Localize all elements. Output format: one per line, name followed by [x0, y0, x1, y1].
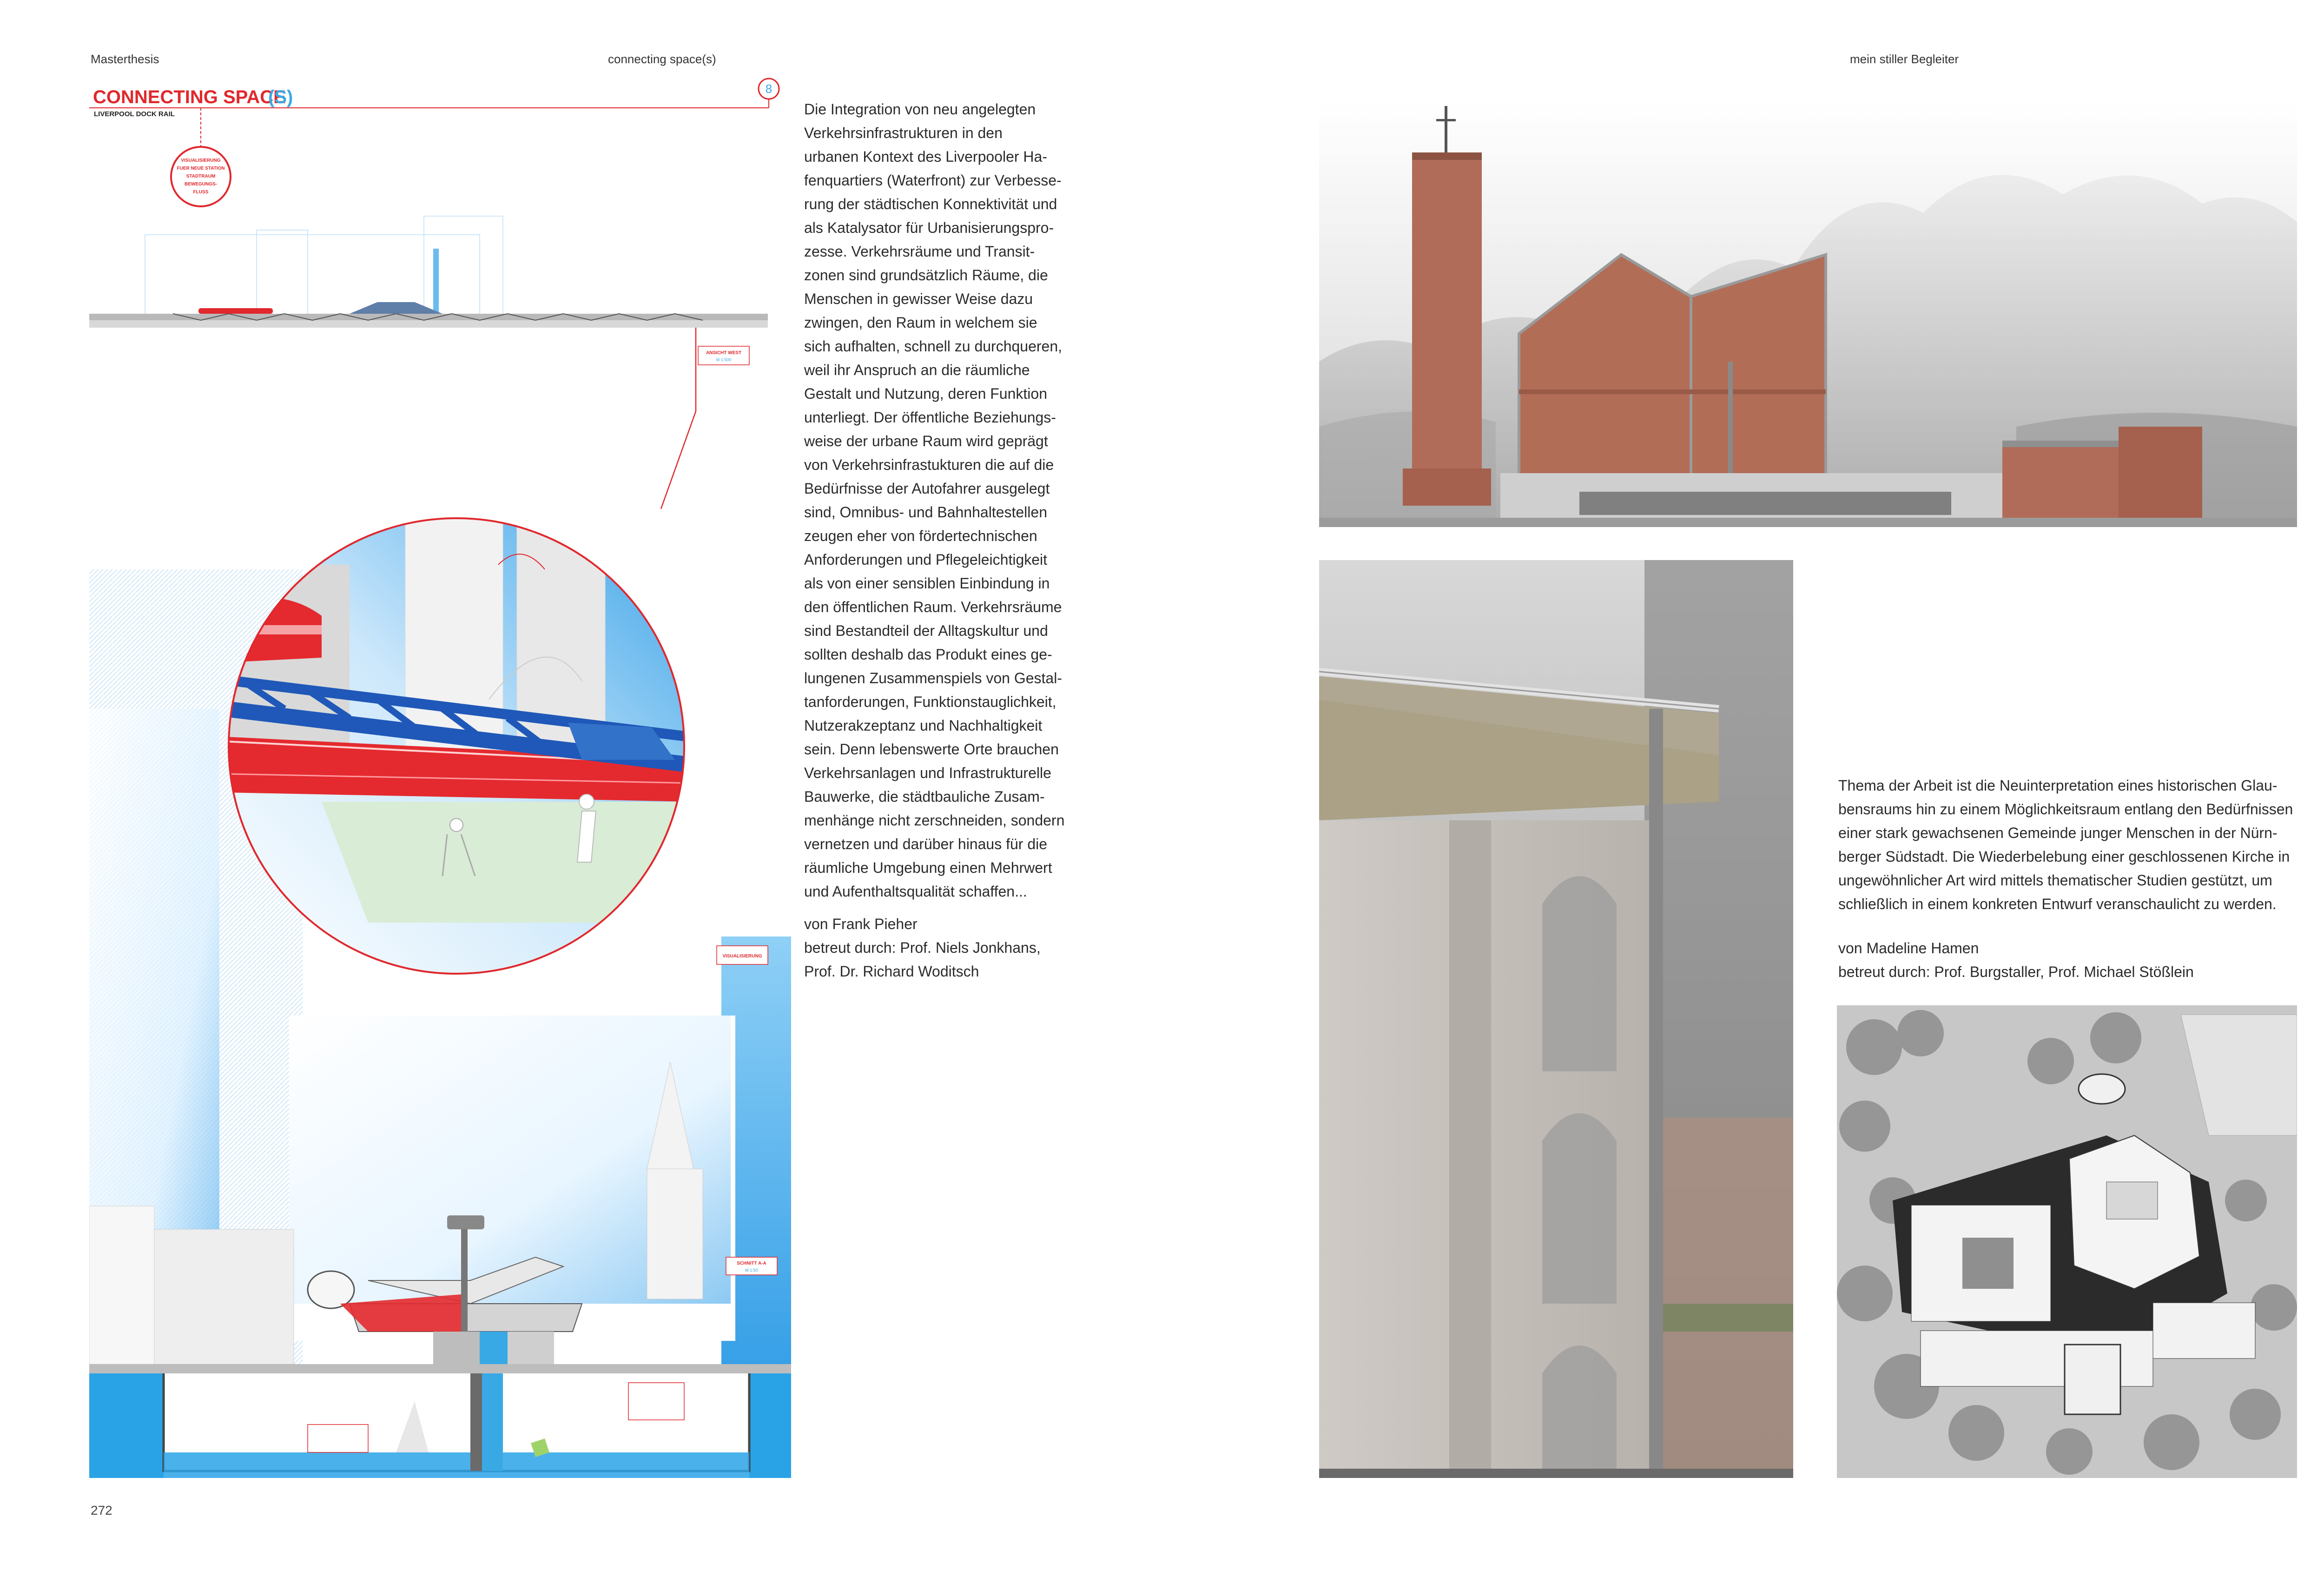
- credit-line: betreut durch: Prof. Burgstaller, Prof. …: [1838, 963, 2194, 980]
- paragraph-line: Verkehrsanlagen und Infrastrukturelle: [804, 765, 1051, 781]
- paragraph-line: sind, Omnibus- und Bahnhaltestellen: [804, 504, 1047, 521]
- badge-line: FLUSS: [193, 190, 209, 195]
- bell-tower: [1412, 152, 1482, 506]
- elevation-label-box: [698, 346, 750, 365]
- right-article-credits: von Madeline Hamen betreut durch: Prof. B…: [1838, 937, 2303, 984]
- poster-illustration: CONNECTING SPACE (S) LIVERPOOL DOCK RAIL…: [89, 78, 791, 1478]
- paragraph-line: fenquartiers (Waterfront) zur Verbesse-: [804, 172, 1062, 189]
- credit-line: betreut durch: Prof. Niels Jonkhans,: [804, 939, 1041, 956]
- paragraph-line: urbanen Kontext des Liverpooler Ha-: [804, 148, 1047, 165]
- paragraph-line: sind Bestandteil der Alltagskultur und: [804, 622, 1048, 639]
- paragraph-line: vernetzen und darüber hinaus für die: [804, 836, 1048, 852]
- badge-line: STADTRAUM: [186, 174, 216, 179]
- badge-line: BEWEGUNGS-: [185, 182, 217, 187]
- paragraph-line: Verkehrsinfrastrukturen in den: [804, 125, 1003, 141]
- paragraph-line: Bauwerke, die städtbauliche Zusam-: [804, 788, 1045, 805]
- paragraph-line: sollten deshalb das Produkt eines ge-: [804, 646, 1052, 663]
- sheet-number: 8: [766, 82, 772, 96]
- paragraph-line: lungenen Zusammenspiels von Gestal-: [804, 670, 1062, 686]
- paragraph-line: menhänge nicht zerschneiden, sondern: [804, 812, 1065, 829]
- paragraph-line: weil ihr Anspruch an die räumliche: [804, 362, 1030, 378]
- paragraph-line: sich aufhalten, schnell zu durchqueren,: [804, 338, 1063, 355]
- paragraph-line: zesse. Verkehrsräume und Transit-: [804, 243, 1035, 260]
- poster-title-suffix: (S): [268, 87, 293, 107]
- badge-line: VISUALISIERUNG: [181, 158, 220, 163]
- section-scale: M 1:50: [745, 1268, 758, 1273]
- paragraph-line: von Verkehrsinfrastukturen die auf die: [804, 456, 1054, 473]
- paragraph-line: Gestalt und Nutzung, deren Funktion: [804, 385, 1047, 402]
- concrete-column: [1449, 820, 1491, 1471]
- badge-line: FUER NEUE STATION: [177, 166, 225, 171]
- paragraph-line: Nutzerakzeptanz und Nachhaltigkeit: [804, 717, 1043, 734]
- site-plan-image: [1837, 1005, 2297, 1478]
- paragraph-line: berger Südstadt. Die Wiederbelebung eine…: [1838, 848, 2290, 865]
- station-visualisation-circle: [228, 517, 685, 975]
- paragraph-line: Thema der Arbeit ist die Neuinterpretati…: [1838, 777, 2278, 794]
- right-article-body: Thema der Arbeit ist die Neuinterpretati…: [1838, 774, 2303, 916]
- poster-subtitle: LIVERPOOL DOCK RAIL: [94, 110, 175, 118]
- church-elevation-image: [1319, 101, 2297, 527]
- paragraph-line: Bedürfnisse der Autofahrer ausgelegt: [804, 480, 1050, 497]
- running-header-right: mein stiller Begleiter: [1850, 52, 1959, 66]
- paragraph-line: tanforderungen, Funktionstauglichkeit,: [804, 693, 1056, 710]
- credit-line: Prof. Dr. Richard Woditsch: [804, 963, 979, 980]
- west-elevation-drawing: ANSICHT WEST M 1:500: [89, 216, 768, 509]
- paragraph-line: Menschen in gewisser Weise dazu: [804, 290, 1033, 307]
- credit-line: von Madeline Hamen: [1838, 940, 1979, 957]
- paragraph-line: weise der urbane Raum wird geprägt: [804, 433, 1048, 449]
- paragraph-line: Anforderungen und Pflegeleichtigkeit: [804, 551, 1048, 568]
- paragraph-line: zonen sind grundsätzlich Räume, die: [804, 267, 1048, 284]
- paragraph-line: Die Integration von neu angelegten: [804, 101, 1036, 118]
- paragraph-line: zwingen, den Raum in welchem sie: [804, 314, 1037, 331]
- visualisation-label: VISUALISIERUNG: [722, 954, 762, 959]
- page-number: 272: [91, 1503, 112, 1517]
- visualisation-badge: [170, 146, 231, 207]
- section-label-box: [726, 1257, 778, 1275]
- section-label: SCHNITT A-A: [737, 1261, 766, 1266]
- running-header-left: Masterthesis: [91, 52, 159, 66]
- paragraph-line: bensraums hin zu einem Möglichkeitsraum …: [1838, 801, 2293, 818]
- paragraph-line: den öffentlichen Raum. Verkehrsräume: [804, 599, 1062, 615]
- paragraph-line: rung der städtischen Konnektivität und: [804, 196, 1057, 212]
- elevation-label: ANSICHT WEST: [706, 350, 741, 356]
- left-article-credits: von Frank Pieher betreut durch: Prof. Nie…: [804, 912, 1102, 983]
- paragraph-line: ungewöhnlicher Art wird mittels thematis…: [1838, 872, 2272, 889]
- paragraph-line: zeugen eher von fördertechnischen: [804, 528, 1037, 544]
- paragraph-line: schließlich in einem konkreten Entwurf v…: [1838, 896, 2277, 912]
- paragraph-line: unterliegt. Der öffentliche Beziehungs-: [804, 409, 1056, 426]
- poster-title: CONNECTING SPACE: [93, 87, 286, 107]
- church-interior-section-image: [1319, 560, 1793, 1478]
- paragraph-line: einer stark gewachsenen Gemeinde junger …: [1838, 825, 2278, 841]
- running-header-center: connecting space(s): [608, 52, 716, 66]
- station-section-drawing: VISUALISIERUNG: [89, 937, 791, 1478]
- connecting-space-poster: CONNECTING SPACE (S) LIVERPOOL DOCK RAIL…: [89, 77, 791, 1478]
- credit-line: von Frank Pieher: [804, 916, 918, 932]
- elevation-scale: M 1:500: [716, 357, 732, 362]
- paragraph-line: sein. Denn lebenswerte Orte brauchen: [804, 741, 1059, 758]
- paragraph-line: und Aufenthaltsqualität schaffen...: [804, 883, 1027, 900]
- paragraph-line: als Katalysator für Urbanisierungspro-: [804, 219, 1054, 236]
- paragraph-line: räumliche Umgebung einen Mehrwert: [804, 859, 1052, 876]
- paragraph-line: als von einer sensiblen Einbindung in: [804, 575, 1050, 592]
